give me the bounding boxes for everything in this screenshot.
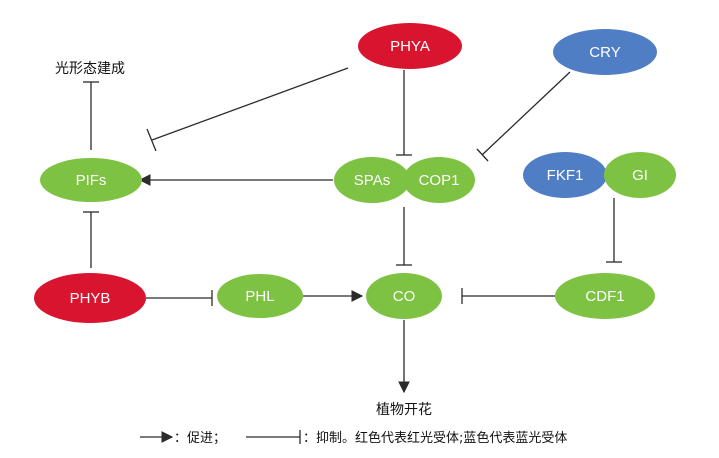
edge-phya-inhibits-pifs-bar: [146, 128, 157, 152]
legend: ：促进； ：抑制。红色代表红光受体;蓝色代表蓝光受体: [140, 430, 567, 446]
node-phl: PHL: [217, 274, 303, 318]
node-cop1: COP1: [403, 157, 475, 203]
node-phya-shape: [358, 23, 462, 69]
edges: [83, 67, 622, 394]
node-phya-label: PHYA: [390, 38, 430, 55]
node-phyb-label: PHYB: [70, 290, 111, 307]
node-phya: PHYA: [358, 23, 462, 69]
node-cdf1-shape: [555, 273, 655, 319]
node-spas-label: SPAs: [354, 172, 390, 189]
node-co-shape: [366, 273, 442, 319]
node-gi: GI: [604, 152, 676, 198]
edge-phya-inhibits-pifs: [151, 67, 349, 141]
node-pifs-label: PIFs: [76, 172, 107, 189]
node-cop1-shape: [403, 157, 475, 203]
node-phl-label: PHL: [245, 288, 274, 305]
node-cry-shape: [553, 29, 657, 75]
node-co-label: CO: [393, 288, 416, 305]
node-spas-shape: [334, 157, 410, 203]
flowering-label: 植物开花: [376, 402, 432, 418]
legend-inhibit-text: ：抑制。红色代表红光受体;蓝色代表蓝光受体: [303, 430, 567, 446]
node-spas: SPAs: [334, 157, 410, 203]
node-gi-shape: [604, 152, 676, 198]
node-pifs: PIFs: [40, 158, 142, 202]
node-cry-label: CRY: [589, 44, 620, 61]
node-phyb-shape: [34, 273, 146, 323]
node-pifs-shape: [40, 158, 142, 202]
node-phl-shape: [217, 274, 303, 318]
node-cop1-label: COP1: [419, 172, 460, 189]
edge-cry-inhibits-cop1-bar: [476, 148, 489, 162]
edge-cry-inhibits-cop1: [481, 71, 571, 156]
node-co: CO: [366, 273, 442, 319]
node-cry: CRY: [553, 29, 657, 75]
legend-promote-text: ：促进；: [174, 431, 226, 446]
node-fkf1: FKF1: [523, 152, 607, 198]
node-gi-label: GI: [632, 167, 648, 184]
node-fkf1-shape: [523, 152, 607, 198]
node-cdf1: CDF1: [555, 273, 655, 319]
photomorphogenesis-label: 光形态建成: [55, 61, 125, 77]
node-cdf1-label: CDF1: [585, 288, 624, 305]
node-fkf1-label: FKF1: [547, 167, 584, 184]
node-phyb: PHYB: [34, 273, 146, 323]
